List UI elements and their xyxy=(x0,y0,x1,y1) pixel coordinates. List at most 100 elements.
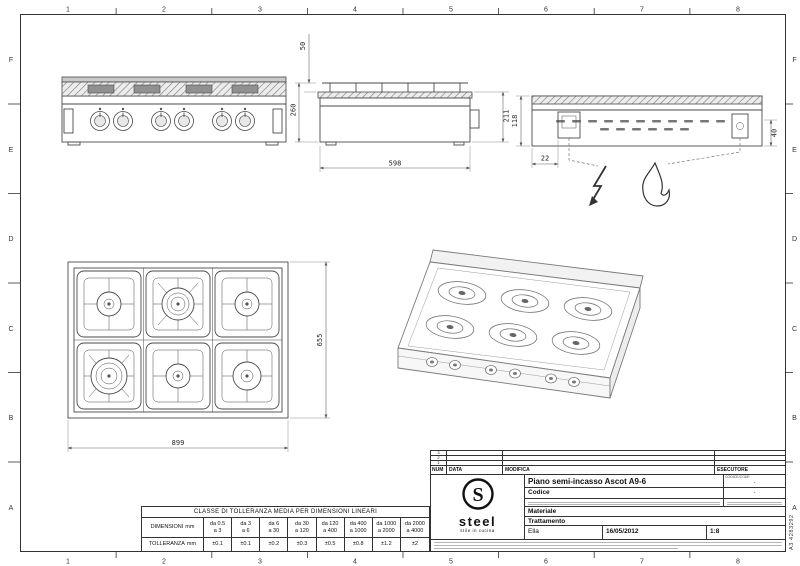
range-from: da 30 xyxy=(295,520,309,527)
dim-label-text: DIMENSIONI xyxy=(150,524,184,531)
tolerance-table-title: CLASSE DI TOLLERANZA MEDIA PER DIMENSION… xyxy=(142,507,429,518)
front-view xyxy=(61,76,287,146)
revision-number: 3 xyxy=(431,451,447,455)
range-from: da 400 xyxy=(349,520,367,527)
top-dimensions: 899 655 xyxy=(67,261,330,452)
trattamento-label: Trattamento xyxy=(528,518,566,525)
revision-row: 3 xyxy=(431,451,785,456)
codice-label: Codice xyxy=(528,489,550,496)
revision-row: 1 xyxy=(431,461,785,466)
col-esecutore-label: ESECUTORE xyxy=(717,467,749,473)
reference-text-placeholder xyxy=(525,499,723,506)
materiale-row: Materiale xyxy=(525,507,785,517)
title-block: 3 2 1 NUM DATA MODIFICA ESECUTORE S stee… xyxy=(430,450,786,552)
steel-logo: S steel stile in cucina xyxy=(431,475,525,539)
tolerance-value: ±0.1 xyxy=(204,538,233,551)
grid-label-row: D xyxy=(792,236,797,243)
grid-label-col: 6 xyxy=(544,559,548,566)
grid-label-col: 4 xyxy=(353,7,357,14)
revision-row: 2 xyxy=(431,456,785,461)
tol-label-text: TOLLERANZA xyxy=(148,541,185,548)
burner-grate xyxy=(214,270,280,338)
dim-right-height: 40 xyxy=(771,129,779,137)
logo-tagline: stile in cucina xyxy=(460,528,495,533)
tolerance-value: ±2 xyxy=(411,541,418,548)
back-dimensions: 118 40 22 xyxy=(511,95,779,168)
revision-exec-cell xyxy=(715,461,785,465)
range-from: da 6 xyxy=(268,520,280,527)
codice-row: Codice - xyxy=(525,488,785,499)
scale-value: 1:8 xyxy=(710,528,720,535)
rev-value-cell: - xyxy=(723,488,785,498)
dim-grate-height: 50 xyxy=(299,42,307,50)
dim-top-depth: 655 xyxy=(316,334,324,347)
range-to: a 6 xyxy=(241,527,250,534)
tolerance-value: ±0.5 xyxy=(317,538,345,551)
sheet-format-label: A3 4283292 xyxy=(789,514,795,550)
grid-label-row: B xyxy=(792,415,797,422)
range-from: da 1000 xyxy=(376,520,397,527)
logo-wordmark: steel xyxy=(458,514,497,529)
grid-label-col: 2 xyxy=(162,7,166,14)
grid-label-row: F xyxy=(9,57,13,64)
grid-label-row: F xyxy=(792,57,796,64)
dim-width: 899 xyxy=(172,439,185,447)
grid-label-col: 8 xyxy=(736,559,740,566)
drawing-title: Piano semi-incasso Ascot A9-6 xyxy=(528,477,647,486)
burner-grate xyxy=(214,342,280,410)
drawn-by-value: Ella xyxy=(525,526,603,539)
grid-label-row: E xyxy=(792,147,797,154)
range-to: a 4000 xyxy=(406,527,424,534)
reference-row xyxy=(525,499,785,507)
revision-number: 2 xyxy=(431,456,447,460)
col-data-label: DATA xyxy=(447,466,503,474)
back-view: 118 40 22 xyxy=(511,95,779,207)
range-from: da 120 xyxy=(321,520,339,527)
burner-grate xyxy=(145,270,211,338)
flame-icon xyxy=(642,161,671,207)
reference-text-placeholder xyxy=(723,499,785,506)
revision-desc-cell xyxy=(503,451,715,455)
grid-label-row: A xyxy=(792,505,797,512)
grid-label-col: 3 xyxy=(258,7,262,14)
grid-label-col: 5 xyxy=(449,559,453,566)
date-value: 16/05/2012 xyxy=(603,526,707,539)
range-to: a 30 xyxy=(268,527,280,534)
title-block-fields: Piano semi-incasso Ascot A9-6 CODICE/COD… xyxy=(525,475,785,539)
codice-mini-cell: CODICE/CODE - xyxy=(723,475,785,487)
col-num-label: NUM xyxy=(431,466,447,474)
grid-label-col: 2 xyxy=(162,559,166,566)
tolerance-value: ±0.3 xyxy=(288,538,317,551)
revision-date-cell xyxy=(447,461,503,465)
burner-grate xyxy=(145,342,211,410)
revision-exec-cell xyxy=(715,456,785,460)
range-from: da 0.5 xyxy=(209,520,226,527)
col-modifica-label: MODIFICA xyxy=(503,466,715,474)
grid-label-row: C xyxy=(8,326,13,333)
revision-date-cell xyxy=(447,451,503,455)
grid-label-col: 5 xyxy=(449,7,453,14)
revision-desc-cell xyxy=(503,456,715,460)
grid-label-row: D xyxy=(8,236,13,243)
range-to: a 1000 xyxy=(349,527,367,534)
dim-depth: 598 xyxy=(389,160,402,168)
side-view: 50 260 211 598 xyxy=(290,34,511,172)
dim-total-height: 260 xyxy=(290,104,298,117)
codice-small-label: CODICE/CODE xyxy=(725,475,750,479)
dim-panel-height: 118 xyxy=(511,115,519,128)
range-from: da 3 xyxy=(240,520,252,527)
grid-label-col: 3 xyxy=(258,559,262,566)
dim-unit-text: mm xyxy=(185,524,195,531)
range-to: a 120 xyxy=(295,527,309,534)
revision-number: 1 xyxy=(431,461,447,465)
title-block-body: S steel stile in cucina Piano semi-incas… xyxy=(431,475,785,539)
revision-desc-cell xyxy=(503,461,715,465)
iso-burners xyxy=(425,281,613,355)
